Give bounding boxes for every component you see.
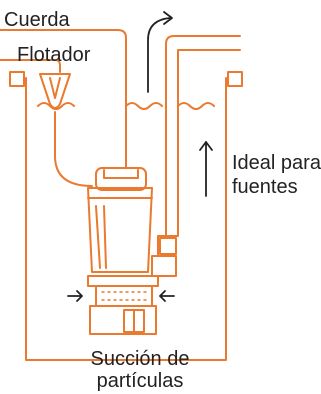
cord-line bbox=[0, 29, 127, 169]
cord-label: Cuerda bbox=[4, 9, 70, 31]
pump-body bbox=[87, 167, 159, 335]
wave-icon bbox=[37, 102, 215, 110]
suction-label-line1: Succión de bbox=[90, 348, 190, 370]
ideal-label-line1: Ideal para bbox=[232, 152, 321, 174]
outflow-arrow bbox=[147, 17, 171, 93]
tank-outline bbox=[9, 71, 243, 361]
arrow-in bbox=[67, 290, 83, 302]
discharge-pipe bbox=[151, 35, 241, 277]
float-label: Flotador bbox=[17, 44, 91, 66]
suction-label-line2: partículas bbox=[96, 370, 184, 392]
ideal-label-line2: fuentes bbox=[232, 176, 298, 198]
float-cord-line bbox=[0, 59, 61, 73]
float-icon bbox=[39, 73, 71, 109]
